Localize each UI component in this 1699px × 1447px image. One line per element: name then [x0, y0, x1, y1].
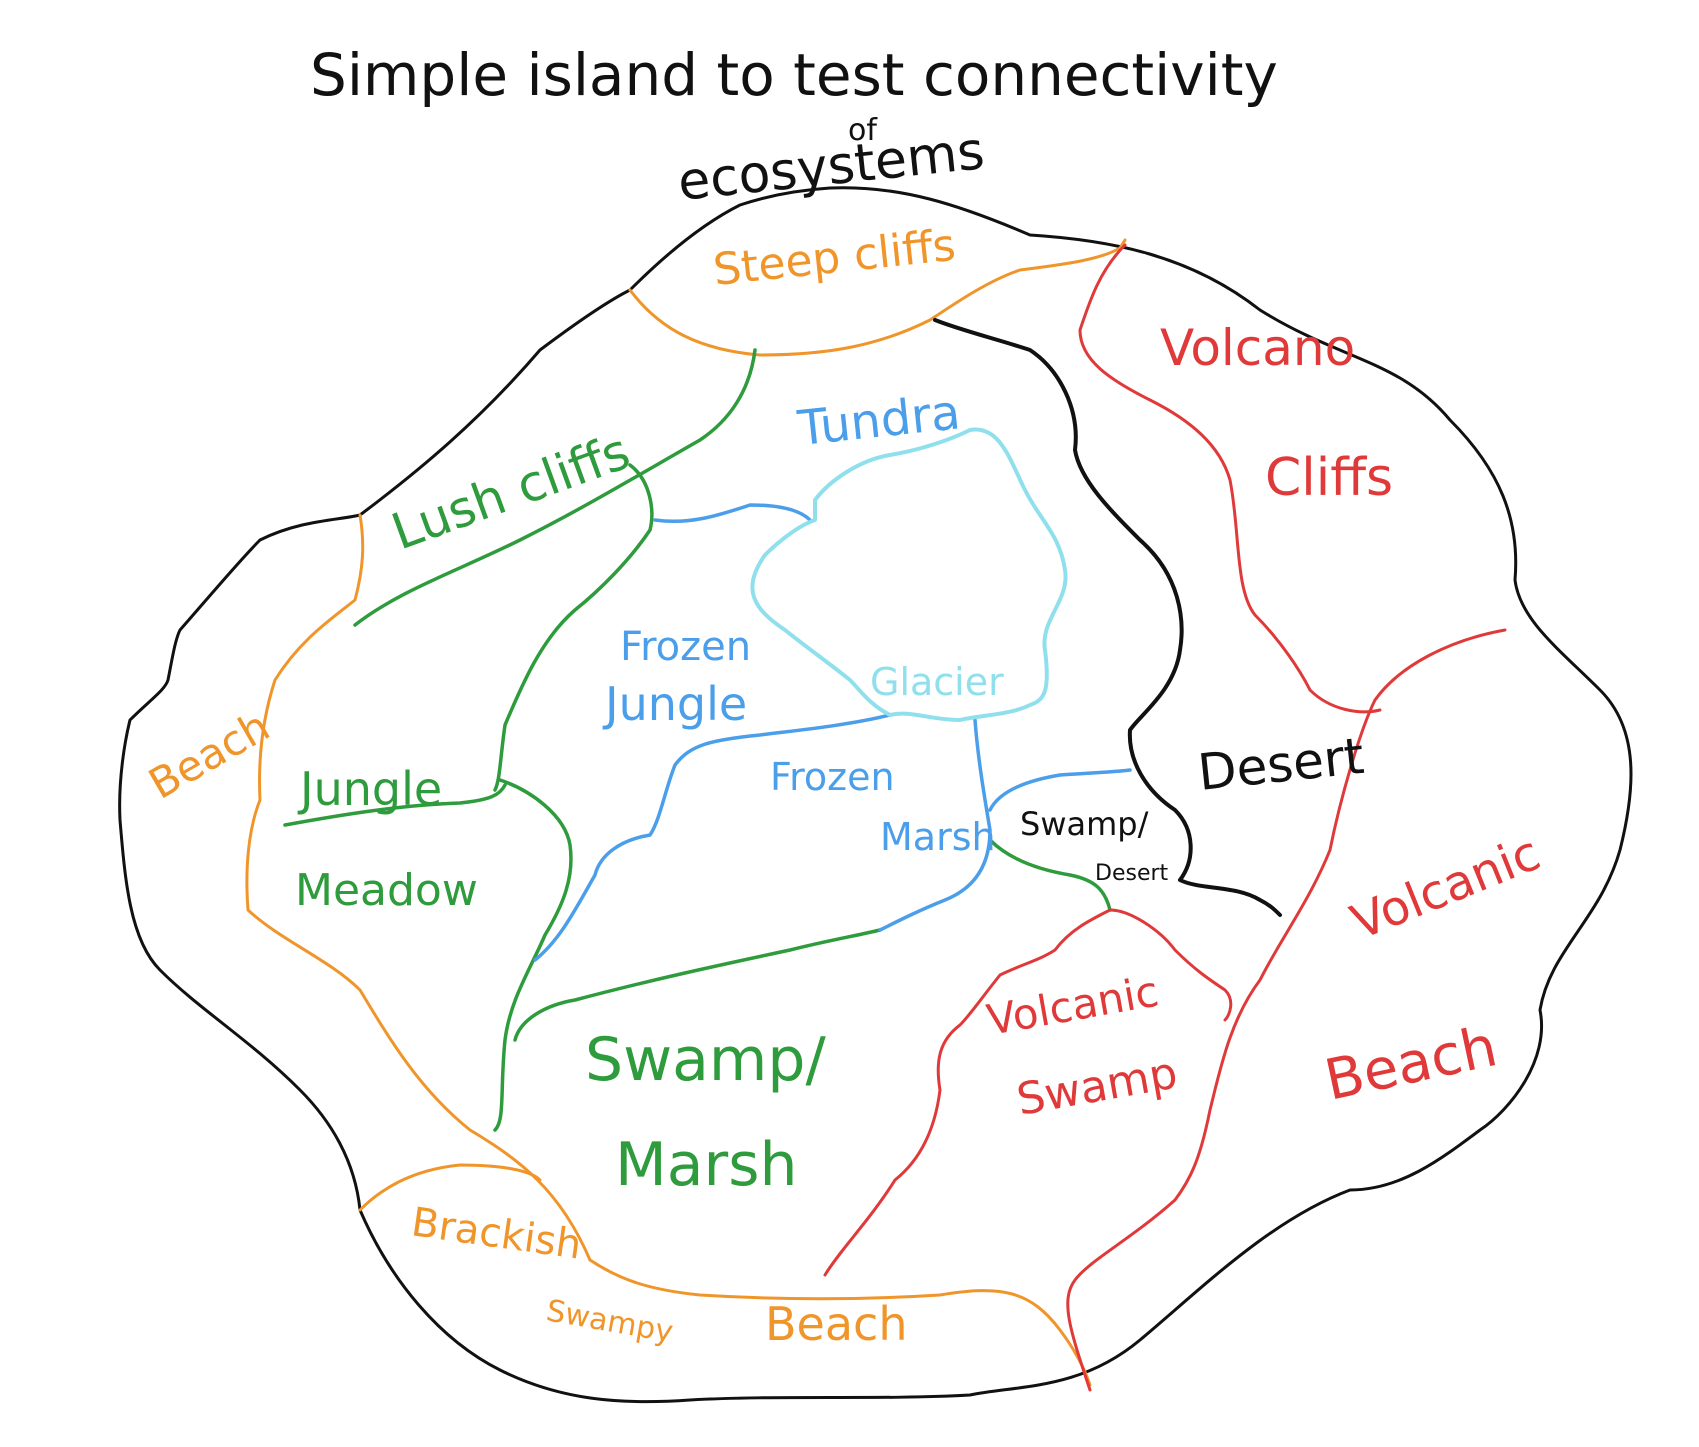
glacier-outline [750, 427, 1068, 722]
label-frozen-marsh-2: Marsh [880, 815, 996, 859]
label-frozen-jungle-1: Frozen [620, 624, 751, 670]
label-frozen-marsh-1: Frozen [770, 755, 895, 799]
label-volcanic-beach-1: Volcanic [1344, 825, 1548, 951]
black-boundaries [933, 318, 1282, 917]
label-swampy-beach-2: Beach [765, 1297, 908, 1351]
blue-boundaries [533, 503, 1132, 962]
label-swamp-marsh-1: Swamp/ [585, 1025, 826, 1095]
orange-boundaries [245, 238, 1127, 1387]
island-outline [118, 186, 1633, 1404]
label-lush-cliffs: Lush cliffs [384, 422, 637, 561]
label-glacier: Glacier [870, 660, 1004, 704]
label-volcanic-beach-2: Beach [1319, 1014, 1502, 1114]
green-boundaries [283, 348, 1112, 1132]
label-brackish: Brackish [409, 1199, 585, 1268]
label-swamp-marsh-2: Marsh [615, 1130, 798, 1200]
label-swamp-desert-1: Swamp/ [1020, 805, 1149, 843]
label-beach-west: Beach [141, 701, 278, 808]
label-meadow: Meadow [295, 865, 478, 916]
label-tundra: Tundra [794, 384, 962, 457]
label-volcanic-swamp-1: Volcanic [983, 967, 1162, 1045]
region-labels: Steep cliffs Volcano Cliffs Lush cliffs … [141, 220, 1548, 1351]
label-volcano: Volcano [1160, 319, 1355, 377]
map-title: Simple island to test connectivity of ec… [310, 41, 1278, 213]
red-boundaries [823, 243, 1507, 1392]
title-of: of [848, 113, 878, 148]
label-steep-cliffs: Steep cliffs [711, 220, 958, 296]
label-cliffs: Cliffs [1265, 448, 1393, 508]
label-desert: Desert [1195, 727, 1366, 802]
label-swampy-beach-1: Swampy [544, 1293, 676, 1350]
title-line1: Simple island to test connectivity [310, 41, 1278, 109]
label-swamp-desert-2: Desert [1095, 861, 1169, 886]
label-volcanic-swamp-2: Swamp [1013, 1048, 1181, 1126]
label-frozen-jungle-2: Jungle [602, 677, 747, 731]
title-line2: ecosystems [675, 121, 987, 213]
label-jungle: Jungle [297, 762, 442, 816]
